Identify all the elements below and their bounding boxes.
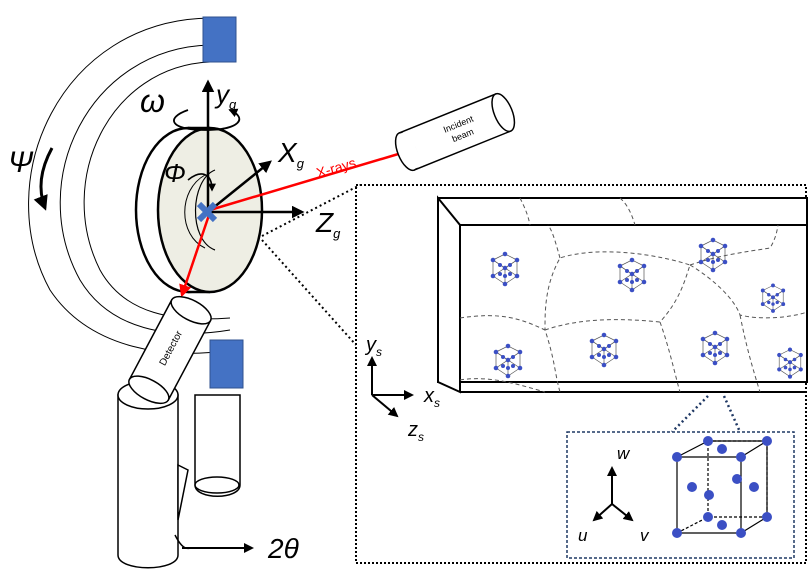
sample-block (437, 195, 808, 394)
omega-label: ω (140, 83, 165, 119)
xray-label: X-rays (314, 154, 357, 181)
x-g-label: Xg (277, 137, 305, 171)
two-theta-label: 2θ (267, 533, 299, 564)
detector-tube: Detector (128, 295, 212, 405)
incident-beam-tube: Incident beam (394, 92, 516, 172)
zoom-panel (355, 184, 807, 564)
z-s-label: zs (407, 419, 424, 444)
grain-boundaries (459, 197, 808, 393)
cell-zoom-right (722, 395, 742, 433)
sample-axes (367, 356, 414, 418)
y-s-label: ys (364, 334, 382, 359)
y-g-label: yg (214, 79, 237, 112)
crystal-axes (592, 466, 634, 522)
diffracted-xray-line (179, 211, 212, 298)
psi-label: Ψ (8, 146, 34, 179)
phi-label: Φ (164, 158, 186, 188)
incident-xray-line (209, 150, 406, 212)
sample-origin-marker (196, 201, 218, 223)
u-label: u (578, 526, 588, 545)
cell-zoom-left (671, 395, 709, 433)
fcc-unit-cell (672, 436, 772, 538)
omega-arrow (173, 108, 241, 131)
unit-cell-inset (566, 431, 795, 559)
detector-arm (117, 380, 241, 569)
phi-arrow (187, 173, 216, 192)
v-label: v (640, 526, 650, 545)
zoom-line-lower (261, 239, 357, 346)
z-g-label: Zg (315, 207, 341, 241)
x-g-axis (207, 160, 272, 213)
zoom-line-upper (261, 184, 361, 237)
sample-stage (134, 126, 264, 294)
mount-block-top (202, 16, 237, 63)
psi-arrow (33, 147, 54, 211)
w-label: w (617, 444, 631, 463)
mount-block-bottom (209, 339, 244, 389)
x-s-label: xs (423, 385, 440, 410)
